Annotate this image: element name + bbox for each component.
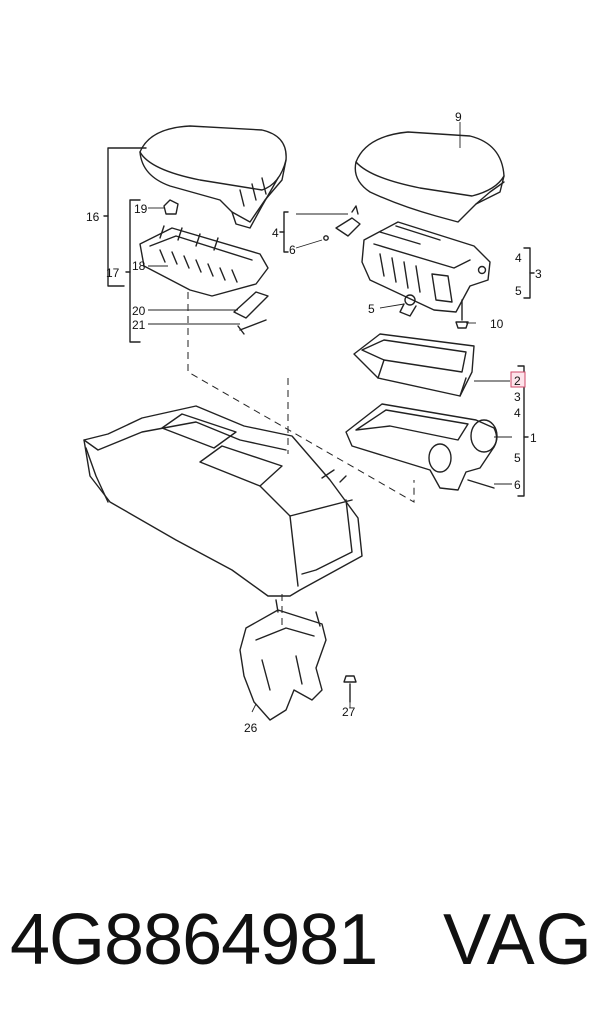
callout-27: 27: [342, 705, 356, 719]
callout-3-right: 3: [535, 267, 542, 281]
brand-caption: VAG: [443, 900, 593, 980]
guide-lines: [187, 292, 415, 630]
callout-17: 17: [106, 266, 120, 280]
callout-3-lower: 3: [514, 390, 521, 404]
callout-1: 1: [530, 431, 537, 445]
callout-21: 21: [132, 318, 146, 332]
callout-20: 20: [132, 304, 146, 318]
callout-5-left: 5: [368, 302, 375, 316]
part-number-caption: 4G8864981: [10, 900, 378, 980]
callout-5-lower: 5: [514, 451, 521, 465]
callout-4-top: 4: [272, 226, 279, 240]
bracket-18: [139, 225, 269, 297]
callout-2: 2: [514, 374, 521, 388]
clip-20: [233, 291, 269, 319]
support-bracket: [239, 599, 327, 721]
callout-9: 9: [455, 110, 462, 124]
lower-frame: [345, 403, 498, 491]
group-brackets: [103, 147, 535, 497]
bolt-27: [343, 675, 357, 703]
pin-21: [237, 319, 267, 335]
armrest-lid-right: [354, 131, 505, 223]
callout-5-right: 5: [515, 284, 522, 298]
armrest-lid-left: [139, 125, 287, 229]
callout-10: 10: [490, 317, 504, 331]
center-console: [83, 405, 363, 597]
hinge-clip: [323, 205, 361, 241]
clip-5: [399, 294, 417, 317]
leader-lines: [148, 122, 512, 713]
callout-26: 26: [244, 721, 258, 735]
hinge-bracket: [361, 221, 491, 313]
callout-18: 18: [132, 259, 146, 273]
storage-tray: [353, 333, 475, 397]
callout-labels: 16 17 19 18 20 21 4 6 9 4 3 5 5 10 2 3 4…: [86, 110, 542, 735]
screw-10: [455, 299, 469, 329]
callout-6-lower: 6: [514, 478, 521, 492]
callout-19: 19: [134, 202, 148, 216]
highlight-box: [510, 371, 526, 388]
callout-6-top: 6: [289, 243, 296, 257]
callout-4-right: 4: [515, 251, 522, 265]
cap-19: [163, 199, 179, 215]
callout-16: 16: [86, 210, 100, 224]
callout-4-lower: 4: [514, 406, 521, 420]
